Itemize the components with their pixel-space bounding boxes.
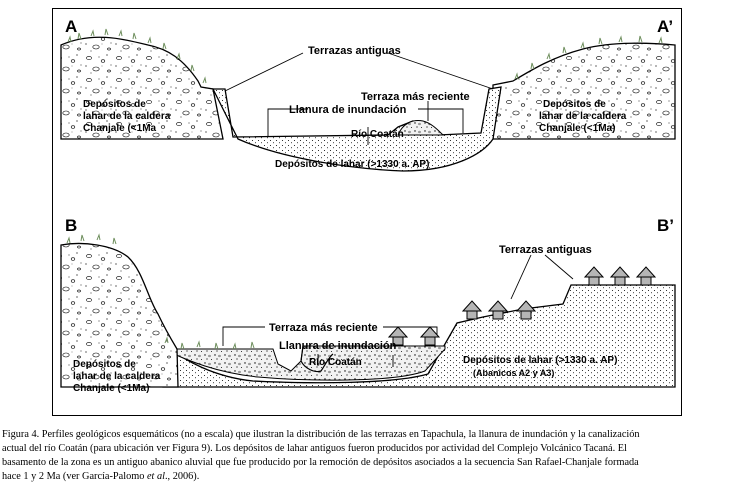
house-icon <box>419 326 441 346</box>
profile-a-terraza-reciente: Terraza más reciente <box>361 91 470 103</box>
profile-a-left-caldera <box>60 36 224 140</box>
profile-a-grass <box>67 28 663 84</box>
profile-b-caldera-left-3: Chanjale (<1Ma) <box>73 383 149 394</box>
caption-line-4: hace 1 y 2 Ma (ver García-Palomo et al.,… <box>2 470 745 484</box>
profile-a-caldera-right-3: Chanjale (<1Ma) <box>539 123 615 134</box>
profile-a-caldera-right-1: Depósitos de <box>543 99 606 110</box>
house-icon <box>461 300 483 320</box>
profile-a-lahar: Depósitos de lahar (>1330 a. AP) <box>275 159 429 170</box>
profile-b-label-left: B <box>65 216 77 235</box>
profile-b-rio: Río Coatán <box>309 357 362 368</box>
profile-b-channel <box>300 345 334 373</box>
geologic-profiles-diagram: A A’ Terrazas antiguas Terraza más recie… <box>60 17 676 394</box>
profile-b-leaders <box>222 254 574 367</box>
caption-line-3: basamento de la zona es un antiguo abani… <box>2 457 639 468</box>
profile-b-terrazas-antiguas: Terrazas antiguas <box>499 244 592 256</box>
house-icon <box>387 326 409 346</box>
profile-a-llanura: Llanura de inundación <box>289 104 407 116</box>
profile-a-leaders <box>224 52 494 145</box>
profile-a-caldera-left-1: Depósitos de <box>83 99 146 110</box>
profile-a-right-caldera <box>492 42 676 140</box>
profile-b-abanicos: (Abanicos A2 y A3) <box>473 368 554 378</box>
profile-a: A A’ Terrazas antiguas Terraza más recie… <box>60 17 676 172</box>
caption-line-4-italic: et al <box>146 471 165 482</box>
profile-a-terrace-mound <box>397 120 445 136</box>
profile-a-caldera-left-3: Chanjale (<1Ma <box>83 123 157 134</box>
house-icon <box>609 266 631 286</box>
profile-a-label-left: A <box>65 17 77 36</box>
profile-b: B B’ Terrazas antiguas Terraza más recie… <box>60 216 676 394</box>
caption-line-4-post: ., 2006). <box>164 471 200 482</box>
caption-line-1: Figura 4. Perfiles geológicos esquemátic… <box>2 429 640 440</box>
profile-b-llanura: Llanura de inundación <box>279 340 397 352</box>
profile-a-caldera-left-2: lahar de la caldera <box>83 111 171 122</box>
figure-caption: Figura 4. Perfiles geológicos esquemátic… <box>2 428 745 484</box>
figure-frame: A A’ Terrazas antiguas Terraza más recie… <box>52 8 682 416</box>
house-icon <box>635 266 657 286</box>
profile-b-floodplain <box>162 345 446 381</box>
profile-a-terrazas-antiguas: Terrazas antiguas <box>308 45 401 57</box>
profile-b-grass <box>66 233 255 350</box>
profile-b-lahar: Depósitos de lahar (>1330 a. AP) <box>463 355 617 366</box>
profile-b-left-caldera <box>60 242 179 388</box>
profile-b-houses <box>387 266 657 346</box>
house-icon <box>583 266 605 286</box>
caption-line-2: actual del río Coatán (para ubicación ve… <box>2 443 627 454</box>
profile-b-terraza-reciente: Terraza más reciente <box>269 322 378 334</box>
profile-b-caldera-left-2: lahar de la caldera <box>73 371 161 382</box>
profile-a-rio: Río Coatán <box>351 129 404 140</box>
caption-line-4-pre: hace 1 y 2 Ma (ver García-Palomo <box>2 471 147 482</box>
profile-b-label-right: B’ <box>657 216 674 235</box>
house-icon <box>515 300 537 320</box>
profile-b-caldera-left-1: Depósitos de <box>73 359 136 370</box>
profile-a-caldera-right-2: lahar de la caldera <box>539 111 627 122</box>
house-icon <box>487 300 509 320</box>
profile-a-label-right: A’ <box>657 17 673 36</box>
